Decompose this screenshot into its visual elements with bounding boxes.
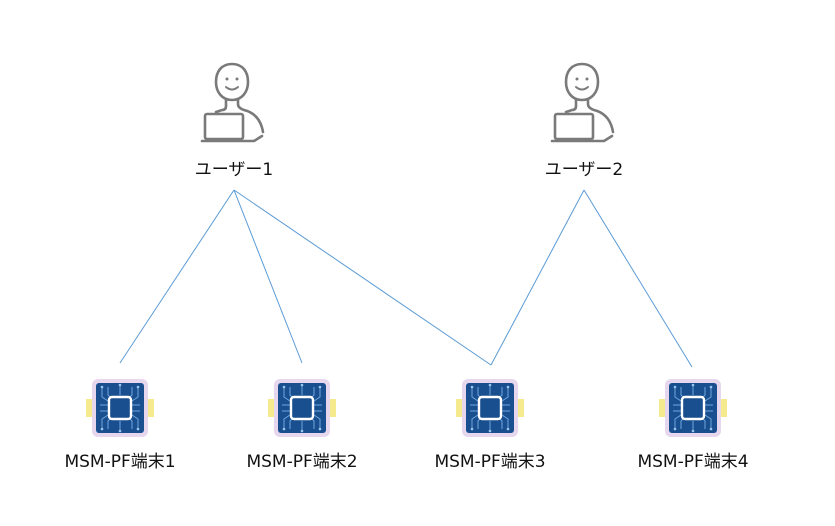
- user-label: ユーザー1: [195, 160, 273, 180]
- user-label: ユーザー2: [545, 160, 623, 180]
- device-node: MSM-PF端末3: [434, 377, 546, 472]
- device-label: MSM-PF端末3: [434, 452, 545, 472]
- connection-line: [233, 189, 492, 366]
- chip-icon: [84, 377, 156, 439]
- person-with-laptop-icon: [200, 62, 265, 143]
- user-node: ユーザー2: [545, 62, 623, 180]
- person-with-laptop-icon: [550, 62, 615, 143]
- device-label: MSM-PF端末4: [637, 452, 748, 472]
- chip-icon: [454, 377, 526, 439]
- device-node: MSM-PF端末1: [64, 377, 176, 472]
- chip-icon: [657, 377, 729, 439]
- connection-line: [490, 189, 585, 366]
- device-label: MSM-PF端末1: [64, 452, 175, 472]
- device-node: MSM-PF端末4: [637, 377, 749, 472]
- connection-line: [583, 189, 693, 368]
- chip-icon: [266, 377, 338, 439]
- connection-line: [233, 189, 303, 364]
- connection-lines: [119, 189, 693, 368]
- connection-line: [119, 189, 235, 364]
- device-label: MSM-PF端末2: [246, 452, 357, 472]
- device-node: MSM-PF端末2: [246, 377, 358, 472]
- user-node: ユーザー1: [195, 62, 273, 180]
